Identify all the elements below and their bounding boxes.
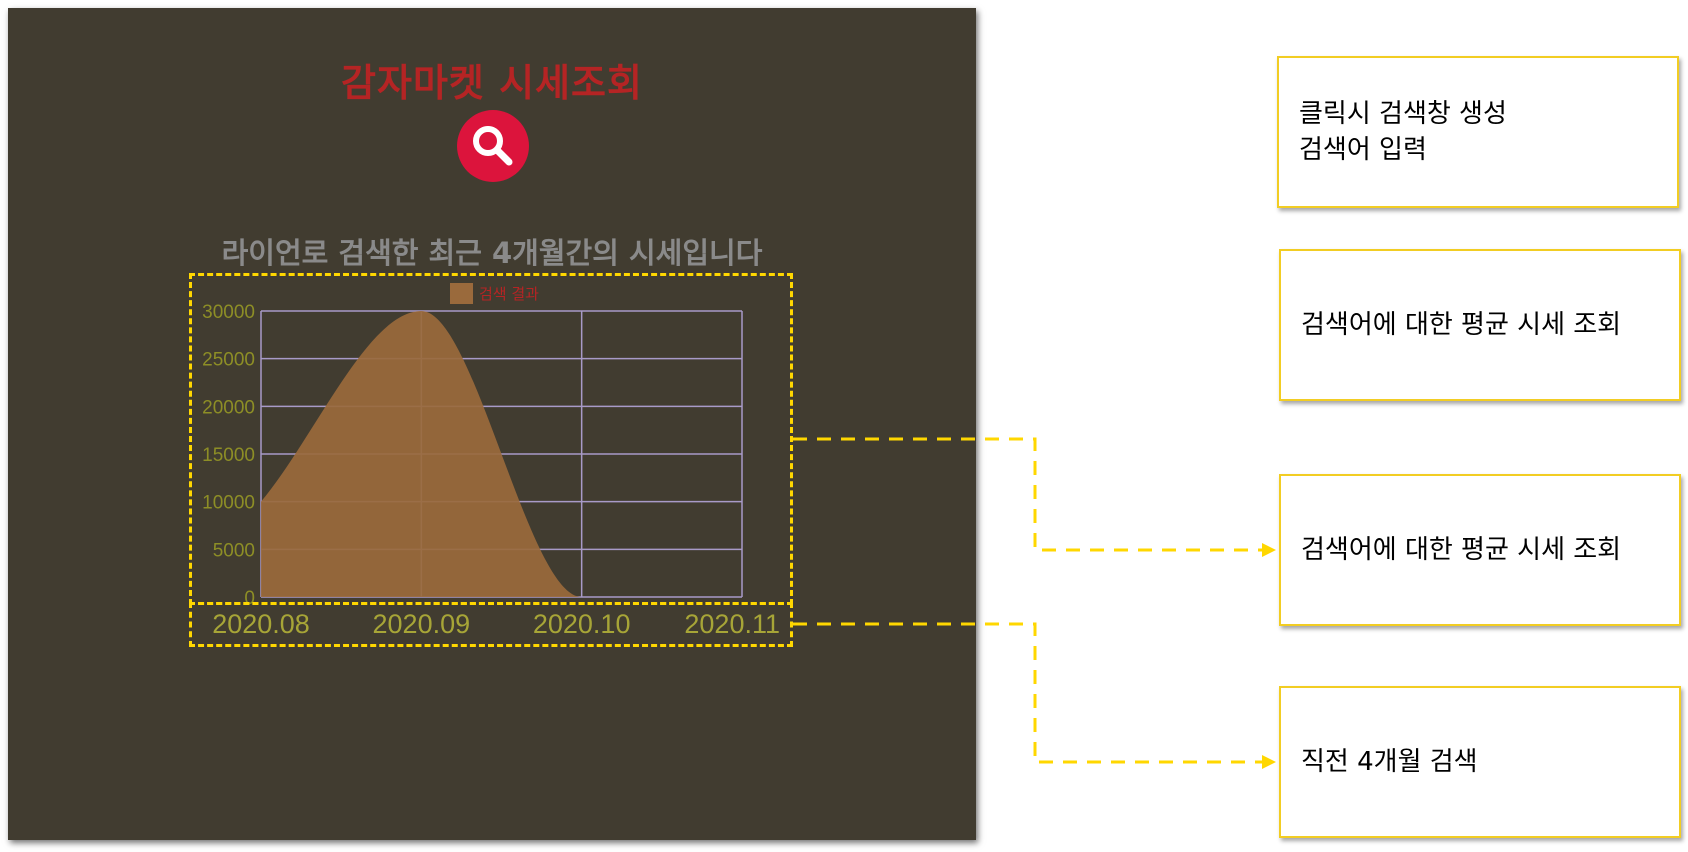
note-line: 검색어에 대한 평균 시세 조회 xyxy=(1301,310,1622,340)
series-area-search-result xyxy=(261,311,742,597)
note-line: 직전 4개월 검색 xyxy=(1301,747,1478,777)
y-tick-label: 5000 xyxy=(213,540,255,561)
note-average-price-2: 검색어에 대한 평균 시세 조회 xyxy=(1279,474,1681,626)
x-axis-highlight-box xyxy=(189,602,793,647)
legend-label: 검색 결과 xyxy=(479,285,539,303)
y-tick-label: 0 xyxy=(244,588,255,609)
y-tick-label: 25000 xyxy=(202,350,255,371)
x-tick-label: 2020.11 xyxy=(684,609,780,639)
note-line: 검색어에 대한 평균 시세 조회 xyxy=(1301,535,1622,565)
search-icon xyxy=(473,126,513,166)
y-axis-ticks: 30000 25000 20000 15000 10000 5000 0 xyxy=(202,302,255,609)
legend-swatch xyxy=(450,283,473,304)
note-last-4-months: 직전 4개월 검색 xyxy=(1279,686,1681,838)
arrowhead-icon xyxy=(1262,755,1276,769)
y-tick-label: 15000 xyxy=(202,445,255,466)
chart-subtitle: 라이언로 검색한 최근 4개월간의 시세입니다 xyxy=(221,236,763,270)
x-tick-label: 2020.08 xyxy=(212,609,310,639)
connector-chart xyxy=(793,437,1262,552)
chart-legend[interactable]: 검색 결과 xyxy=(450,283,539,304)
app-panel: 감자마켓 시세조회 라이언로 검색한 최근 4개월간의 시세입니다 xyxy=(8,8,976,840)
note-line: 클릭시 검색창 생성 xyxy=(1299,99,1507,129)
y-tick-label: 30000 xyxy=(202,302,255,323)
x-tick-label: 2020.10 xyxy=(533,609,631,639)
note-average-price-1: 검색어에 대한 평균 시세 조회 xyxy=(1279,249,1681,401)
y-tick-label: 20000 xyxy=(202,397,255,418)
x-tick-label: 2020.09 xyxy=(373,609,471,639)
x-axis-ticks: 2020.08 2020.09 2020.10 2020.11 xyxy=(212,609,780,639)
note-search-click: 클릭시 검색창 생성 검색어 입력 xyxy=(1277,56,1679,208)
connector-x-axis xyxy=(793,622,1262,764)
search-button[interactable] xyxy=(457,110,529,182)
note-line: 검색어 입력 xyxy=(1299,135,1427,165)
arrowhead-icon xyxy=(1262,543,1276,557)
y-tick-label: 10000 xyxy=(202,493,255,514)
app-title: 감자마켓 시세조회 xyxy=(341,61,643,105)
